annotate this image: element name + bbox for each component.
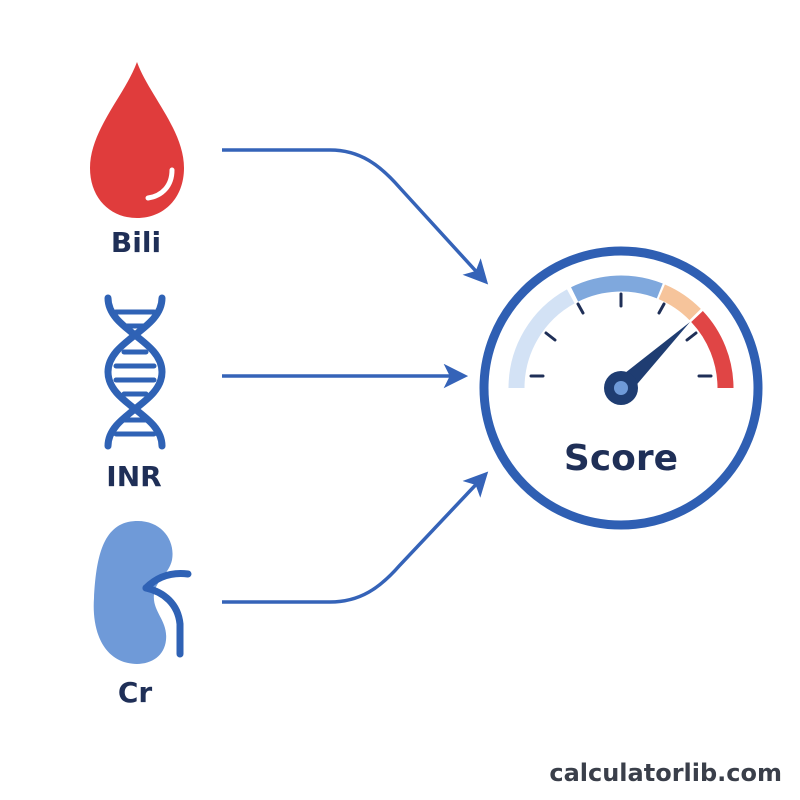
kidney-icon (93, 520, 192, 664)
output-label-score: Score (564, 438, 678, 479)
gauge-ticks (529, 292, 713, 378)
arrow-cr-to-score (222, 471, 489, 604)
gauge-needle (616, 322, 690, 396)
gauge-segment-warn (658, 284, 701, 321)
input-label-cr: Cr (118, 676, 153, 709)
site-watermark: calculatorlib.com (549, 759, 782, 787)
gauge-icon (479, 246, 763, 530)
arrow-bili-to-score (222, 148, 489, 285)
gauge-segment-low (508, 289, 575, 389)
gauge-segment-high (691, 311, 734, 389)
input-label-inr: INR (106, 460, 161, 493)
dna-helix-icon (104, 294, 166, 450)
input-label-bili: Bili (111, 226, 161, 259)
gauge-segment-mid (571, 275, 663, 302)
blood-drop-icon (90, 62, 184, 218)
